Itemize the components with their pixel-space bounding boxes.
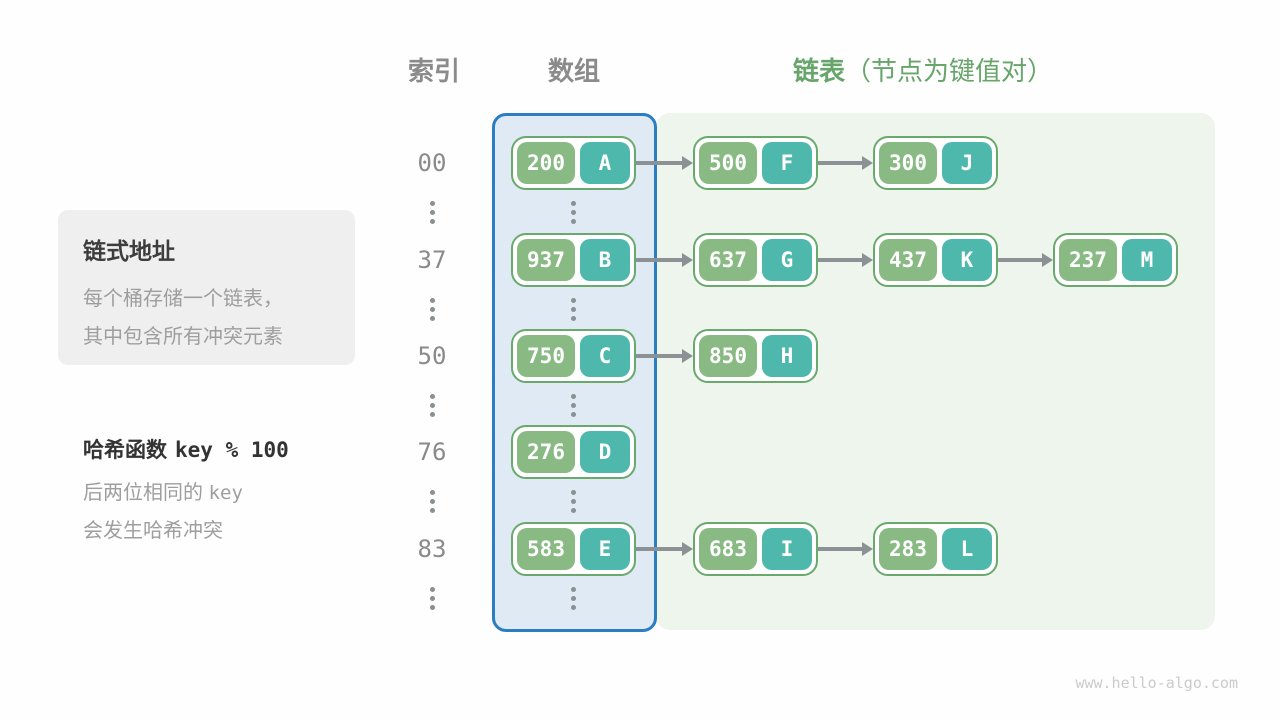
hash-note-line: 后两位相同的 key bbox=[83, 476, 243, 505]
chain-node: 500 F bbox=[693, 136, 818, 190]
hash-note-line: 会发生哈希冲突 bbox=[83, 520, 223, 542]
ellipsis-dots bbox=[430, 587, 435, 610]
index-label: 37 bbox=[417, 246, 447, 274]
bucket-node: 750 C bbox=[511, 329, 636, 383]
index-label: 83 bbox=[417, 535, 447, 563]
arrow bbox=[636, 156, 693, 170]
header-index: 索引 bbox=[407, 56, 460, 86]
arrow bbox=[818, 542, 873, 556]
node-value-cell: J bbox=[942, 142, 992, 184]
index-label: 50 bbox=[417, 342, 447, 370]
ellipsis-dots bbox=[571, 587, 576, 610]
node-key-cell: 437 bbox=[879, 239, 937, 281]
node-value-cell: D bbox=[580, 431, 630, 473]
arrow bbox=[636, 542, 693, 556]
node-value-cell: F bbox=[762, 142, 812, 184]
bucket-node: 583 E bbox=[511, 522, 636, 576]
header-linked-list-note: （节点为键值对） bbox=[845, 56, 1054, 86]
index-label: 00 bbox=[417, 149, 447, 177]
info-card-line: 其中包含所有冲突元素 bbox=[83, 326, 283, 348]
node-value-cell: K bbox=[942, 239, 992, 281]
node-value-cell: M bbox=[1122, 239, 1172, 281]
node-key-cell: 500 bbox=[699, 142, 757, 184]
node-key-cell: 283 bbox=[879, 528, 937, 570]
chain-node: 850 H bbox=[693, 329, 818, 383]
info-card-line: 每个桶存储一个链表， bbox=[83, 288, 283, 310]
node-key-cell: 300 bbox=[879, 142, 937, 184]
hash-note-text: 后两位相同的 bbox=[83, 482, 203, 504]
hash-function-formula: key % 100 bbox=[175, 438, 289, 462]
header-linked-list: 链表（节点为键值对） bbox=[793, 54, 1053, 88]
chain-node: 437 K bbox=[873, 233, 998, 287]
arrow bbox=[636, 253, 693, 267]
header-array: 数组 bbox=[547, 56, 600, 86]
info-card: 链式地址 每个桶存储一个链表， 其中包含所有冲突元素 bbox=[58, 210, 355, 365]
arrow bbox=[998, 253, 1053, 267]
bucket-node: 276 D bbox=[511, 425, 636, 479]
node-key-cell: 937 bbox=[517, 239, 575, 281]
arrow bbox=[818, 253, 873, 267]
ellipsis-dots bbox=[430, 394, 435, 417]
node-key-cell: 637 bbox=[699, 239, 757, 281]
ellipsis-dots bbox=[571, 394, 576, 417]
node-value-cell: C bbox=[580, 335, 630, 377]
index-label: 76 bbox=[417, 438, 447, 466]
node-key-cell: 583 bbox=[517, 528, 575, 570]
chain-node: 683 I bbox=[693, 522, 818, 576]
chain-node: 300 J bbox=[873, 136, 998, 190]
node-key-cell: 276 bbox=[517, 431, 575, 473]
node-value-cell: I bbox=[762, 528, 812, 570]
arrow bbox=[818, 156, 873, 170]
node-value-cell: H bbox=[762, 335, 812, 377]
node-key-cell: 750 bbox=[517, 335, 575, 377]
ellipsis-dots bbox=[571, 298, 576, 321]
node-value-cell: B bbox=[580, 239, 630, 281]
arrow bbox=[636, 349, 693, 363]
header-linked-list-title: 链表 bbox=[793, 56, 846, 86]
node-value-cell: E bbox=[580, 528, 630, 570]
node-value-cell: G bbox=[762, 239, 812, 281]
ellipsis-dots bbox=[430, 490, 435, 513]
hash-function-label: 哈希函数 key % 100 bbox=[83, 434, 289, 464]
node-key-cell: 850 bbox=[699, 335, 757, 377]
node-value-cell: A bbox=[580, 142, 630, 184]
hash-note-code: key bbox=[208, 482, 243, 504]
node-key-cell: 200 bbox=[517, 142, 575, 184]
hash-function-text: 哈希函数 bbox=[83, 439, 167, 462]
ellipsis-dots bbox=[430, 298, 435, 321]
ellipsis-dots bbox=[571, 490, 576, 513]
node-key-cell: 237 bbox=[1059, 239, 1117, 281]
chain-node: 283 L bbox=[873, 522, 998, 576]
bucket-node: 200 A bbox=[511, 136, 636, 190]
watermark: www.hello-algo.com bbox=[1075, 674, 1238, 692]
node-value-cell: L bbox=[942, 528, 992, 570]
ellipsis-dots bbox=[571, 201, 576, 224]
ellipsis-dots bbox=[430, 201, 435, 224]
chain-node: 237 M bbox=[1053, 233, 1178, 287]
node-key-cell: 683 bbox=[699, 528, 757, 570]
info-card-title: 链式地址 bbox=[83, 238, 175, 264]
bucket-node: 937 B bbox=[511, 233, 636, 287]
chain-node: 637 G bbox=[693, 233, 818, 287]
